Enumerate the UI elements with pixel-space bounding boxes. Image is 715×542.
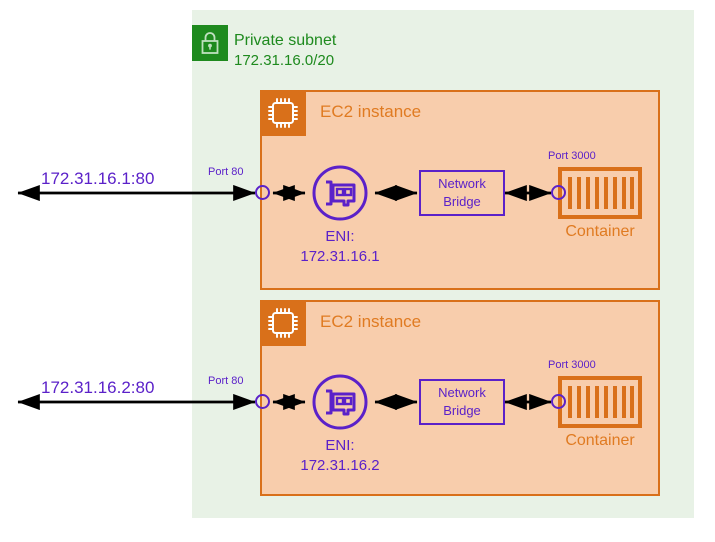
ingress-port-label-2: Port 80	[208, 375, 244, 387]
container-port-dot-2[interactable]	[551, 394, 566, 409]
ec2-instance-box-2: EC2 instance	[260, 300, 660, 496]
network-bridge-box-2: Network Bridge	[419, 379, 505, 425]
eni-label-line2-1: 172.31.16.1	[300, 248, 380, 265]
external-endpoint-label-2: 172.31.16.2:80	[41, 378, 155, 397]
ingress-port-dot-2[interactable]	[255, 394, 270, 409]
container-icon	[558, 167, 642, 219]
network-bridge-line2-2: Bridge	[443, 403, 481, 418]
container-port-dot-1[interactable]	[551, 185, 566, 200]
eni-label-line1-1: ENI:	[325, 228, 355, 245]
container-label-2: Container	[565, 432, 635, 449]
network-bridge-line2-1: Bridge	[443, 194, 481, 209]
cpu-chip-icon	[260, 300, 306, 346]
container-port-label-2: Port 3000	[548, 359, 596, 371]
network-interface-icon	[311, 164, 369, 222]
network-interface-icon	[311, 373, 369, 431]
network-bridge-line1-1: Network	[438, 176, 486, 192]
lock-icon	[192, 25, 228, 61]
ingress-port-dot-1[interactable]	[255, 185, 270, 200]
cpu-chip-icon	[260, 90, 306, 136]
external-endpoint-label-1: 172.31.16.1:80	[41, 169, 155, 188]
subnet-cidr: 172.31.16.0/20	[234, 52, 335, 69]
container-label-1: Container	[565, 223, 635, 240]
container-port-label-1: Port 3000	[548, 150, 596, 162]
eni-label-line1-2: ENI:	[325, 437, 355, 454]
network-bridge-box-1: Network Bridge	[419, 170, 505, 216]
subnet-title: Private subnet	[234, 32, 337, 49]
container-icon	[558, 376, 642, 428]
network-bridge-line1-2: Network	[438, 385, 486, 401]
ec2-instance-title-1: EC2 instance	[320, 102, 422, 121]
ec2-instance-title-2: EC2 instance	[320, 312, 422, 331]
ingress-port-label-1: Port 80	[208, 166, 244, 178]
eni-label-line2-2: 172.31.16.2	[300, 457, 380, 474]
